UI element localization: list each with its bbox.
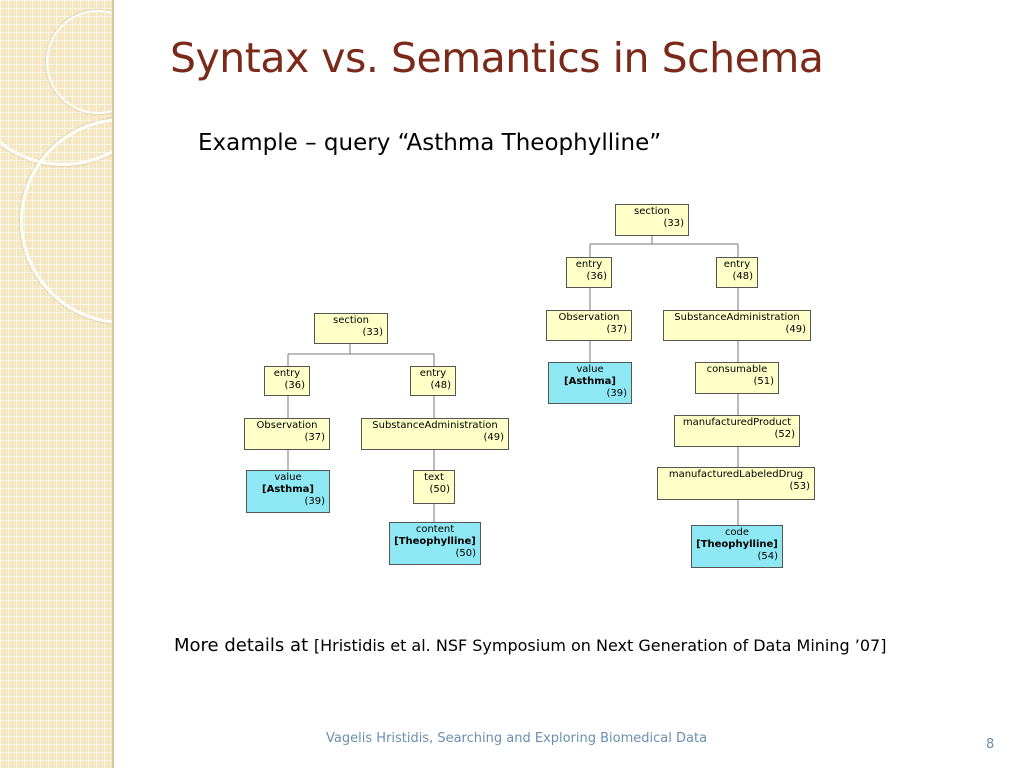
node-value: [Asthma] — [564, 376, 616, 387]
node-label: entry — [723, 259, 751, 270]
left-text-node: text (50) — [413, 470, 455, 504]
slide-subtitle: Example – query “Asthma Theophylline” — [198, 130, 662, 156]
node-label: section — [633, 206, 670, 217]
details-prefix: More details at — [174, 635, 314, 656]
left-section-node: section (33) — [314, 313, 388, 344]
node-id: (39) — [606, 388, 627, 399]
node-id: (33) — [663, 218, 684, 229]
node-id: (49) — [483, 432, 504, 443]
node-id: (36) — [284, 380, 305, 391]
right-consumable-node: consumable (51) — [695, 362, 779, 394]
side-divider — [112, 0, 114, 768]
right-manufactured-product-node: manufacturedProduct (52) — [674, 415, 800, 447]
details-reference: More details at [Hristidis et al. NSF Sy… — [174, 632, 934, 660]
node-id: (50) — [455, 548, 476, 559]
node-id: (52) — [774, 429, 795, 440]
details-citation: [Hristidis et al. NSF Symposium on Next … — [313, 636, 887, 655]
right-substance-administration-node: SubstanceAdministration (49) — [663, 310, 811, 341]
node-label: entry — [575, 259, 603, 270]
right-theophylline-code-node: code [Theophylline] (54) — [691, 525, 783, 568]
node-label: SubstanceAdministration — [372, 420, 498, 431]
node-id: (54) — [757, 551, 778, 562]
node-id: (37) — [304, 432, 325, 443]
node-label: content — [415, 524, 455, 535]
node-id: (33) — [362, 327, 383, 338]
node-label: Observation — [256, 420, 318, 431]
node-id: (39) — [304, 496, 325, 507]
node-label: SubstanceAdministration — [674, 312, 800, 323]
node-label: manufacturedLabeledDrug — [668, 469, 804, 480]
node-label: value — [576, 364, 604, 375]
node-value: [Asthma] — [262, 484, 314, 495]
node-label: Observation — [558, 312, 620, 323]
node-value: [Theophylline] — [696, 539, 778, 550]
left-asthma-value-node: value [Asthma] (39) — [246, 470, 330, 513]
left-observation-node: Observation (37) — [244, 418, 330, 450]
node-label: consumable — [706, 364, 768, 375]
node-label: code — [724, 527, 750, 538]
right-observation-node: Observation (37) — [546, 310, 632, 341]
slide-title: Syntax vs. Semantics in Schema — [170, 34, 824, 82]
node-label: manufacturedProduct — [682, 417, 792, 428]
node-label: section — [332, 315, 369, 326]
node-id: (50) — [429, 484, 450, 495]
left-substance-administration-node: SubstanceAdministration (49) — [361, 418, 509, 450]
slide-footer: Vagelis Hristidis, Searching and Explori… — [326, 731, 708, 746]
right-entry-node: entry (36) — [566, 257, 612, 288]
node-id: (36) — [586, 271, 607, 282]
node-label: value — [274, 472, 302, 483]
node-id: (51) — [753, 376, 774, 387]
node-label: text — [424, 472, 444, 483]
node-value: [Theophylline] — [394, 536, 476, 547]
node-label: entry — [273, 368, 301, 379]
node-id: (49) — [785, 324, 806, 335]
left-entry-node: entry (48) — [410, 366, 456, 396]
left-entry-node: entry (36) — [264, 366, 310, 396]
right-manufactured-labeled-drug-node: manufacturedLabeledDrug (53) — [657, 467, 815, 500]
right-asthma-value-node: value [Asthma] (39) — [548, 362, 632, 404]
node-id: (48) — [732, 271, 753, 282]
right-entry-node: entry (48) — [716, 257, 758, 288]
page-number: 8 — [986, 737, 995, 752]
node-id: (48) — [430, 380, 451, 391]
node-id: (37) — [606, 324, 627, 335]
node-id: (53) — [789, 481, 810, 492]
right-section-node: section (33) — [615, 204, 689, 236]
left-theophylline-content-node: content [Theophylline] (50) — [389, 522, 481, 565]
decorative-side-strip — [0, 0, 112, 768]
node-label: entry — [419, 368, 447, 379]
